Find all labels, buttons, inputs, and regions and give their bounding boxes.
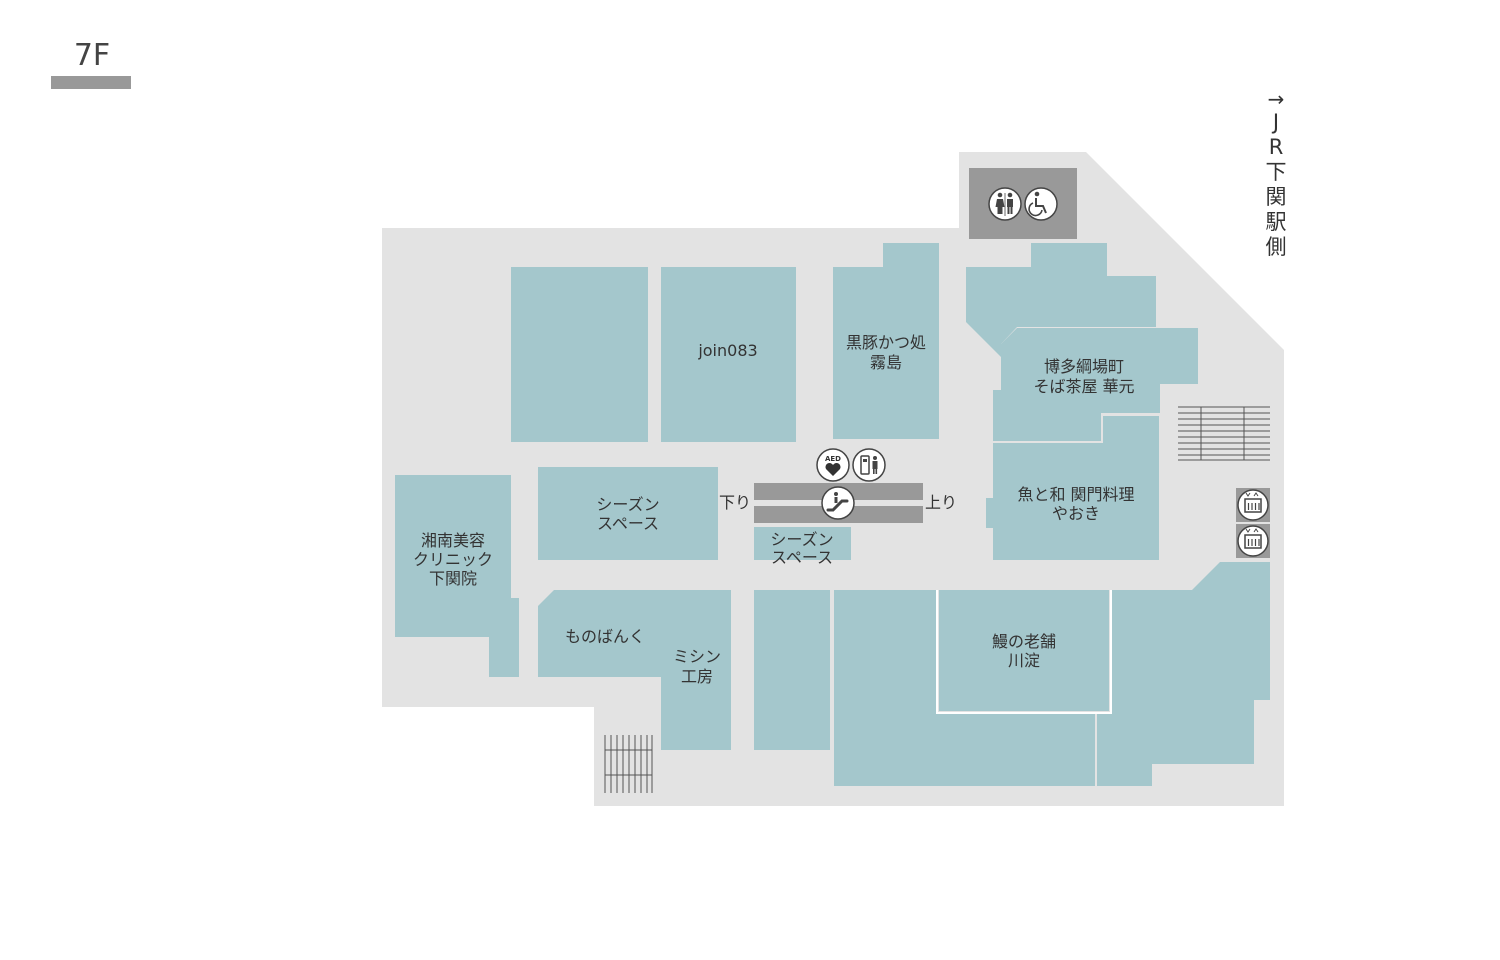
label-season-1a: シーズン xyxy=(596,495,659,514)
floor-label: 7F xyxy=(73,38,111,73)
shop-season-space-2[interactable] xyxy=(754,527,851,560)
floor-indicator-bar xyxy=(51,76,131,89)
shop-season-space-1[interactable] xyxy=(538,467,718,560)
label-shonan-3: 下関院 xyxy=(429,569,477,588)
escalator-up-label: 上り xyxy=(925,493,957,512)
shop-uotowa[interactable] xyxy=(986,416,1159,560)
escalator-icon[interactable] xyxy=(821,486,855,520)
escalator-down-label: 下り xyxy=(719,493,751,512)
atm-icon[interactable] xyxy=(852,448,886,482)
shop-shonan[interactable] xyxy=(395,475,519,677)
wheelchair-icon[interactable] xyxy=(1024,187,1058,221)
shop-unlabeled-1[interactable] xyxy=(511,267,648,442)
restroom-icon[interactable] xyxy=(988,187,1022,221)
label-hakata-1: 博多綱場町 xyxy=(1044,357,1124,376)
shop-mishin[interactable] xyxy=(661,677,731,750)
svg-text:AED: AED xyxy=(825,455,841,463)
restroom-area xyxy=(969,168,1077,239)
shop-monobank[interactable] xyxy=(538,590,731,677)
label-shonan-1: 湘南美容 xyxy=(421,531,485,550)
direction-sign: → J R 下 関 駅 側 xyxy=(1262,88,1290,260)
shop-labels: join083 黒豚かつ処 霧島 博多綱場町 そば茶屋 華元 魚と和 関門料理 … xyxy=(413,333,1135,686)
aed-icon[interactable]: AED xyxy=(816,448,850,482)
label-uotowa-2: やおき xyxy=(1052,504,1100,523)
label-kurobuta-1: 黒豚かつ処 xyxy=(846,333,926,352)
shop-kurobuta[interactable] xyxy=(833,243,939,439)
label-hakata-2: そば茶屋 華元 xyxy=(1033,377,1134,396)
label-kurobuta-2: 霧島 xyxy=(870,353,902,372)
label-join083: join083 xyxy=(697,341,757,360)
direction-arrow-icon: → xyxy=(1267,87,1285,111)
label-unagi-1: 鰻の老舗 xyxy=(992,632,1056,651)
shop-unlabeled-5[interactable] xyxy=(1097,562,1270,786)
shop-unlabeled-3[interactable] xyxy=(754,590,830,750)
shop-unlabeled-2[interactable] xyxy=(966,243,1156,357)
label-monobank: ものばんく xyxy=(565,627,645,646)
elevator-icon[interactable] xyxy=(1236,488,1270,522)
label-season-1b: スペース xyxy=(597,514,659,533)
label-season-2b: スペース xyxy=(771,548,833,567)
shop-unlabeled-4[interactable] xyxy=(834,590,1095,786)
label-mishin-2: 工房 xyxy=(681,667,713,686)
label-mishin-1: ミシン xyxy=(673,647,721,666)
elevator-icon[interactable] xyxy=(1236,524,1270,558)
shop-join083[interactable] xyxy=(661,267,796,442)
shop-hakata[interactable] xyxy=(993,328,1198,441)
shop-unagi[interactable] xyxy=(939,590,1109,711)
label-unagi-2: 川淀 xyxy=(1008,651,1040,670)
label-season-2a: シーズン xyxy=(770,530,833,549)
label-uotowa-1: 魚と和 関門料理 xyxy=(1017,485,1134,504)
stairs-icon xyxy=(1178,406,1270,461)
stairs-icon xyxy=(604,735,653,793)
label-shonan-2: クリニック xyxy=(413,550,493,569)
direction-label: J R 下 関 駅 側 xyxy=(1265,110,1287,259)
